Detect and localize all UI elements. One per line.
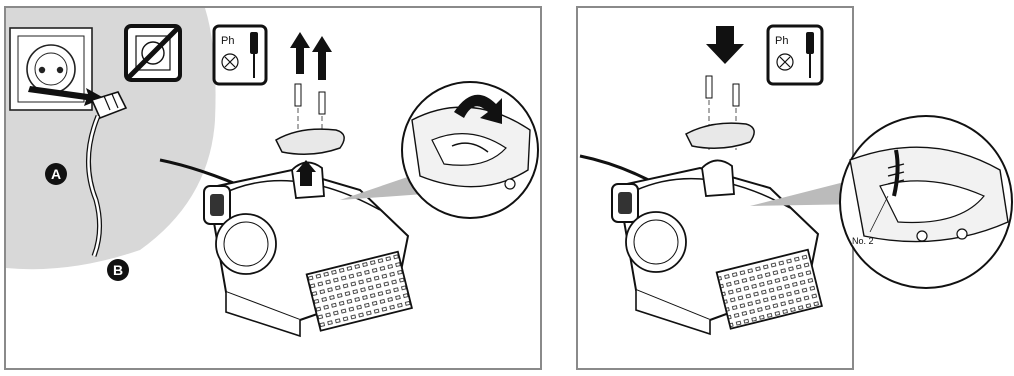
svg-text:Ph: Ph	[775, 35, 788, 47]
up-arrow-icon	[290, 32, 310, 74]
step-b-marker: B	[107, 259, 129, 281]
magnified-detail-left	[402, 82, 538, 218]
up-arrow-icon	[312, 36, 332, 80]
phillips-screwdriver-icon: Ph	[214, 26, 266, 84]
svg-text:Ph: Ph	[221, 35, 234, 47]
svg-text:A: A	[51, 166, 61, 182]
pool-robot-illustration	[612, 160, 822, 334]
handle-cover-part	[686, 123, 754, 148]
step-a-marker: A	[45, 163, 67, 185]
down-arrow-icon	[706, 26, 744, 64]
magnified-detail-right: No. 2	[840, 116, 1012, 288]
phillips-screwdriver-icon: Ph	[768, 26, 822, 84]
screw-icon	[706, 76, 739, 106]
handle-cover-part	[276, 129, 344, 154]
callout-label: No. 2	[852, 236, 874, 246]
svg-text:B: B	[113, 262, 123, 278]
screw-icon	[295, 84, 325, 114]
no-socket-icon	[126, 26, 180, 80]
